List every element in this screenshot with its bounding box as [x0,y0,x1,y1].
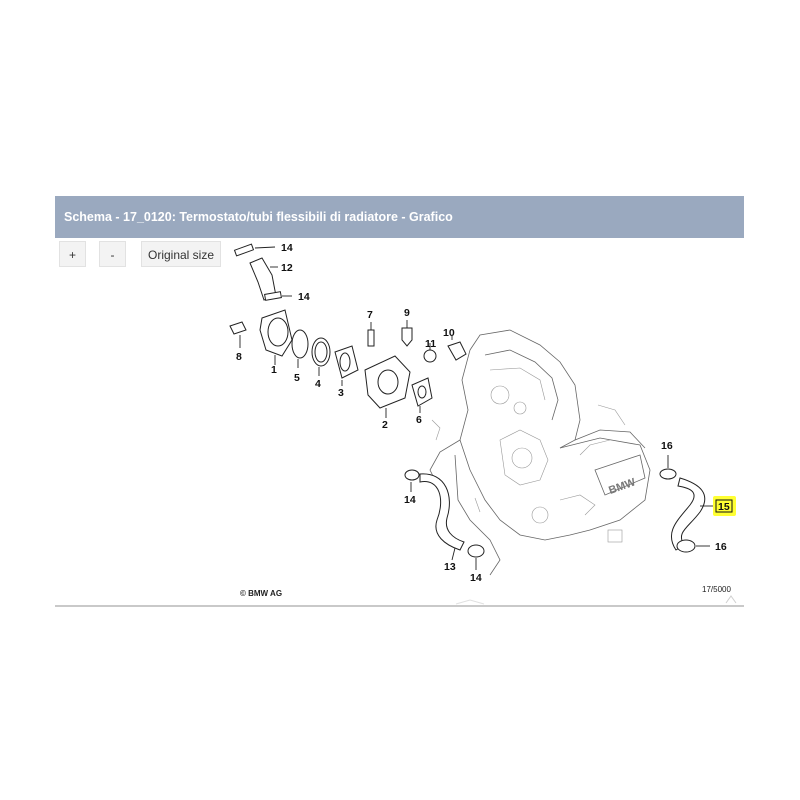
right-hose-group [659,455,716,553]
housing-group [364,320,467,418]
label-10: 10 [443,327,455,339]
label-1: 1 [271,364,277,376]
scroll-up-icon[interactable] [725,595,737,604]
label-9: 9 [404,307,410,319]
highlight-marker [713,496,736,516]
svg-text:BMW: BMW [607,476,638,497]
label-16b: 16 [715,541,727,553]
copyright-text: © BMW AG [240,589,282,598]
engine-block-drawing: BMW [429,329,651,576]
diagram-panel: Schema - 17_0120: Termostato/tubi flessi… [55,196,744,607]
zoom-in-button[interactable]: + [59,241,86,267]
label-3: 3 [338,387,344,399]
part-elbow-group [233,243,292,301]
panel-title: Schema - 17_0120: Termostato/tubi flessi… [55,196,744,238]
label-16a: 16 [661,440,673,452]
label-4: 4 [315,378,321,390]
label-14d: 14 [470,572,482,584]
label-12: 12 [281,262,293,274]
part-15-box [715,499,733,513]
label-15: 15 [718,501,730,513]
thermostat-group [229,309,359,386]
reference-number: 17/5000 [702,585,731,594]
label-14c: 14 [404,494,416,506]
label-5: 5 [294,372,300,384]
label-8: 8 [236,351,242,363]
label-11: 11 [425,338,436,350]
lower-hose-group [404,469,485,570]
label-2: 2 [382,419,388,431]
original-size-button[interactable]: Original size [141,241,221,267]
zoom-out-button[interactable]: - [99,241,126,267]
scroll-hint-icon [455,599,485,605]
label-14b: 14 [298,291,310,303]
label-6: 6 [416,414,422,426]
label-7: 7 [367,309,373,321]
label-13: 13 [444,561,456,573]
label-14a: 14 [281,242,293,254]
